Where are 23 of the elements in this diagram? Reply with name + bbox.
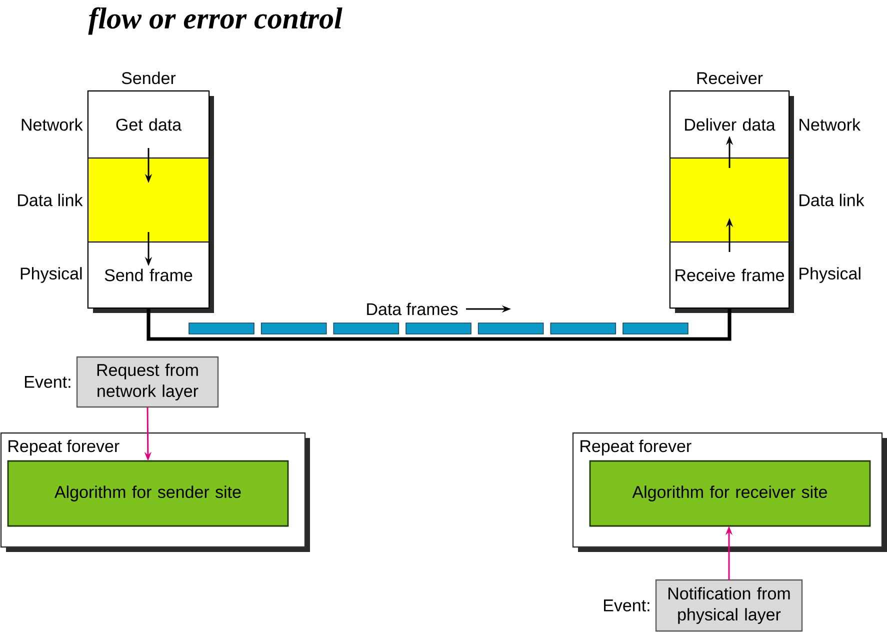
layer-cell: Receive frame xyxy=(670,242,790,308)
stack-heading: Receiver xyxy=(697,72,763,84)
layer-cell: Send frame xyxy=(88,242,210,308)
layer-label: Physical xyxy=(20,267,82,283)
layer-cell: Get data xyxy=(88,90,210,158)
connector-line xyxy=(146,308,732,341)
event-label: Event: xyxy=(25,376,70,388)
layer-cell xyxy=(88,158,210,242)
event-box: Notification from physical layer xyxy=(655,579,803,632)
slide-title: flow or error control xyxy=(88,7,342,35)
layer-label: Data link xyxy=(800,194,864,206)
edge-label: Data frames xyxy=(367,302,458,316)
event-label: Event: xyxy=(604,600,650,612)
stack-heading: Sender xyxy=(122,72,176,84)
layer-label: Network xyxy=(22,118,83,131)
algorithm-box: Algorithm for sender site xyxy=(7,460,289,527)
layer-cell xyxy=(670,158,790,242)
event-box: Request from network layer xyxy=(76,356,219,408)
layer-label: Data link xyxy=(18,194,83,206)
layer-label: Physical xyxy=(800,267,860,283)
layer-cell: Deliver data xyxy=(670,90,790,158)
algorithm-box: Algorithm for receiver site xyxy=(589,460,871,527)
layer-label: Network xyxy=(800,118,861,131)
